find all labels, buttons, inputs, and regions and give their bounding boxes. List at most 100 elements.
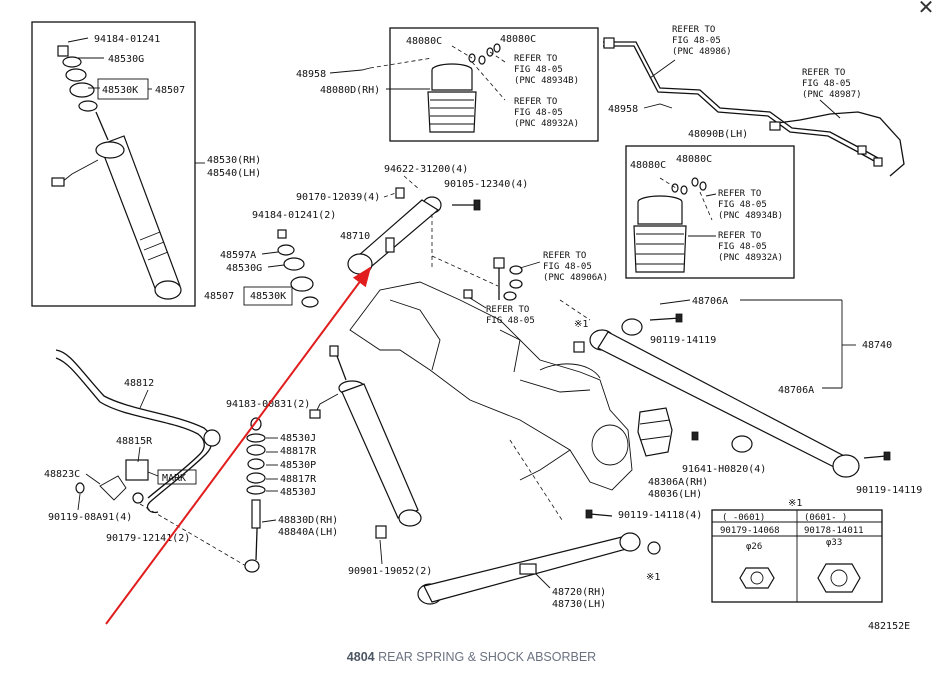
height-control-hoses	[603, 37, 905, 177]
ref-48987-2: FIG 48-05	[802, 79, 851, 89]
label-48036-lh: 48036(LH)	[648, 489, 702, 500]
label-48530g-top: 48530G	[108, 54, 144, 65]
label-48530k-mid: 48530K	[250, 291, 286, 302]
table-col2-part: 90178-14011	[804, 526, 864, 536]
stabilizer-link-bushings	[244, 417, 266, 573]
label-48530k-top: 48530K	[102, 85, 138, 96]
shock-absorber-drawing	[51, 45, 182, 300]
ref-48934b-b-1: REFER TO	[718, 189, 761, 199]
ref-48906a-2: FIG 48-05	[543, 262, 592, 272]
label-90179-12141: 90179-12141(2)	[106, 533, 190, 544]
ref-48906a-3: (PNC 48906A)	[543, 273, 608, 283]
caption-code: 4804	[346, 650, 375, 664]
rear-axle-housing	[349, 281, 633, 491]
label-table-star: ※1	[788, 498, 802, 509]
label-48706a-bot: 48706A	[778, 385, 814, 396]
label-48080c-a: 48080C	[406, 36, 442, 47]
air-spring-lh-drawing	[633, 177, 707, 273]
ref-48986-2: FIG 48-05	[672, 36, 721, 46]
label-48530p: 48530P	[280, 460, 316, 471]
label-48080c-c: 48080C	[630, 160, 666, 171]
table-col1-diameter: φ26	[746, 542, 762, 552]
upper-bushing-set	[277, 229, 319, 308]
air-spring-rh-drawing	[427, 43, 501, 133]
label-48090b-lh: 48090B(LH)	[688, 129, 748, 140]
label-90901-19052: 90901-19052(2)	[348, 566, 432, 577]
label-48530j-a: 48530J	[280, 433, 316, 444]
label-48710: 48710	[340, 231, 370, 242]
ref-48932a-a-2: FIG 48-05	[514, 108, 563, 118]
label-mark: MARK	[162, 473, 186, 484]
label-91641-h0820: 91641-H0820(4)	[682, 464, 766, 475]
ref-48987-3: (PNC 48987)	[802, 90, 862, 100]
label-90119-14118: 90119-14118(4)	[618, 510, 702, 521]
label-48080c-b: 48080C	[500, 34, 536, 45]
label-48597a: 48597A	[220, 250, 256, 261]
ref-48986-3: (PNC 48986)	[672, 47, 732, 57]
label-48306a-rh: 48306A(RH)	[648, 477, 708, 488]
label-48530g-mid: 48530G	[226, 263, 262, 274]
label-48080c-d: 48080C	[676, 154, 712, 165]
stabilizer-bar	[55, 349, 221, 514]
center-shock-absorber	[309, 345, 422, 539]
label-48812: 48812	[124, 378, 154, 389]
label-90170-12039: 90170-12039(4)	[296, 192, 380, 203]
table-col1-range: ( -0601)	[722, 513, 765, 523]
ref-48932a-b-3: (PNC 48932A)	[718, 253, 783, 263]
label-48540-lh: 48540(LH)	[207, 168, 261, 179]
ref-48932a-a-1: REFER TO	[514, 97, 557, 107]
nut-variant-table	[711, 509, 883, 603]
table-col2-range: (0601- )	[804, 513, 847, 523]
ref-48934b-b-3: (PNC 48934B)	[718, 211, 783, 221]
ref-48934b-a-3: (PNC 48934B)	[514, 76, 579, 86]
label-48958-b: 48958	[608, 104, 638, 115]
nut-star1-a	[573, 341, 585, 353]
table-col2-diameter: φ33	[826, 538, 842, 548]
shock-absorber-box	[31, 21, 196, 307]
label-star1-b: ※1	[646, 572, 660, 583]
label-48740: 48740	[862, 340, 892, 351]
label-48817r-b: 48817R	[280, 474, 317, 485]
label-48530-rh: 48530(RH)	[207, 155, 261, 166]
label-48507-top: 48507	[155, 85, 185, 96]
label-48815r: 48815R	[116, 436, 153, 447]
ref-fig-2: FIG 48-05	[486, 316, 535, 326]
label-48080d-rh: 48080D(RH)	[320, 85, 380, 96]
upper-control-arm	[347, 187, 481, 275]
ref-48932a-b-2: FIG 48-05	[718, 242, 767, 252]
ref-48906a-1: REFER TO	[543, 251, 586, 261]
label-48830d-rh: 48830D(RH)	[278, 515, 338, 526]
label-48817r-a: 48817R	[280, 446, 317, 457]
air-spring-rh-box	[389, 27, 599, 142]
ref-48932a-b-1: REFER TO	[718, 231, 761, 241]
label-48958-a: 48958	[296, 69, 326, 80]
label-94184-01241-top: 94184-01241	[94, 34, 160, 45]
label-48720-rh: 48720(RH)	[552, 587, 606, 598]
ref-48934b-a-2: FIG 48-05	[514, 65, 563, 75]
label-48706a-top: 48706A	[692, 296, 728, 307]
ref-48934b-a-1: REFER TO	[514, 54, 557, 64]
lateral-link-hardware	[463, 257, 523, 301]
label-48507-mid: 48507	[204, 291, 234, 302]
label-48530j-b: 48530J	[280, 487, 316, 498]
caption-title: REAR SPRING & SHOCK ABSORBER	[378, 650, 597, 664]
label-48840a-lh: 48840A(LH)	[278, 527, 338, 538]
ref-48987-1: REFER TO	[802, 68, 845, 78]
ref-fig-1: REFER TO	[486, 305, 529, 315]
label-48823c: 48823C	[44, 469, 80, 480]
label-48730-lh: 48730(LH)	[552, 599, 606, 610]
close-icon[interactable]: ✕	[917, 0, 935, 19]
ref-48986-1: REFER TO	[672, 25, 715, 35]
label-90119-14119-b: 90119-14119	[856, 485, 922, 496]
label-90119-14119-a: 90119-14119	[650, 335, 716, 346]
annotation-arrow	[105, 266, 372, 625]
ref-48934b-b-2: FIG 48-05	[718, 200, 767, 210]
ref-48932a-a-3: (PNC 48932A)	[514, 119, 579, 129]
diagram-caption: 4804 REAR SPRING & SHOCK ABSORBER	[0, 650, 943, 664]
mark-callout-box	[157, 469, 197, 485]
label-90119-08a91: 90119-08A91(4)	[48, 512, 132, 523]
label-90105-12340: 90105-12340(4)	[444, 179, 528, 190]
air-spring-lh-box	[625, 145, 795, 279]
bump-stopper	[637, 407, 699, 457]
